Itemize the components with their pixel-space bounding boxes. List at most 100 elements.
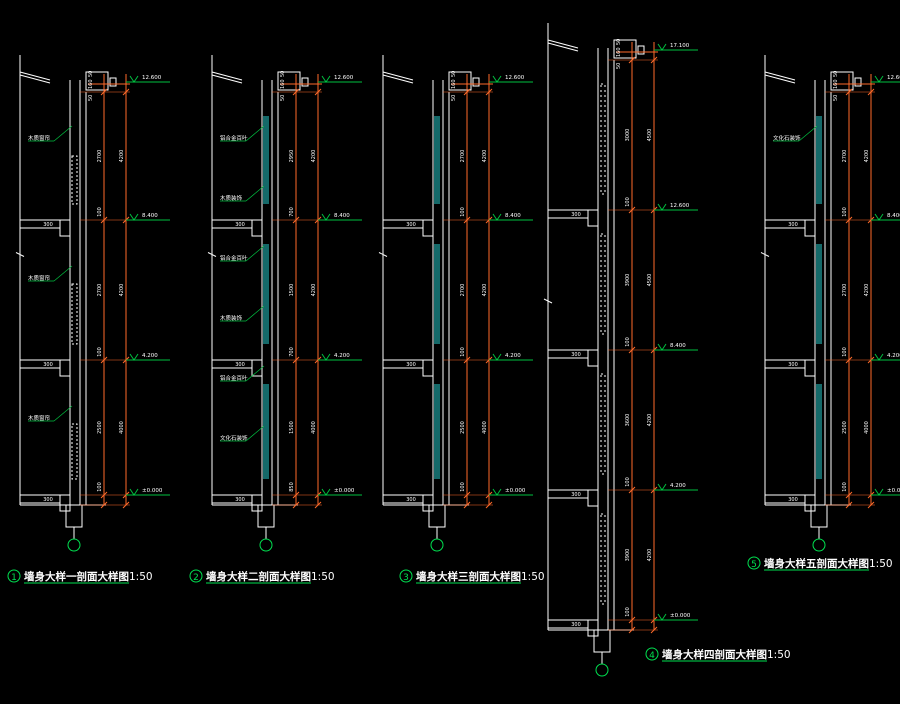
- beam: [251, 219, 263, 237]
- dimension-label: 100: [842, 207, 848, 217]
- sill-height-label: 300: [788, 497, 798, 503]
- dimension-label: 100: [97, 482, 103, 492]
- beam: [59, 359, 71, 377]
- beam: [587, 619, 599, 637]
- section-number-circle: [747, 556, 761, 570]
- section-scale: 1:50: [767, 649, 791, 661]
- note-leader: [245, 245, 265, 262]
- dimension-label: 100: [460, 207, 466, 217]
- note-leader: [245, 365, 265, 382]
- roof-slope-line: [19, 74, 51, 84]
- level-symbol: [657, 203, 667, 211]
- note-leader: [53, 125, 73, 142]
- top-dimension-label: 50: [833, 71, 839, 77]
- sill-height-label: 300: [235, 222, 245, 228]
- sill-height-label: 300: [571, 492, 581, 498]
- cornice: [109, 77, 117, 87]
- section-title: 墙身大样四剖面大样图: [662, 648, 767, 661]
- dimension-label: 3600: [625, 414, 631, 427]
- section-number-circle: [645, 647, 659, 661]
- sill-height-label: 300: [235, 362, 245, 368]
- beam: [804, 219, 816, 237]
- parapet: [85, 71, 109, 91]
- level-layer: [126, 43, 900, 621]
- parapet: [277, 71, 301, 91]
- dimension-label: 4200: [864, 284, 870, 297]
- level-label: 8.400: [670, 343, 686, 349]
- level-symbol: [129, 75, 139, 83]
- sill-height-label: 300: [406, 362, 416, 368]
- window-frame: [600, 83, 606, 195]
- level-label: ±0.000: [505, 488, 526, 494]
- section-number: 5: [751, 560, 757, 570]
- level-symbol: [129, 213, 139, 221]
- top-dimension-label: 160: [833, 79, 839, 89]
- section-title: 墙身大样五剖面大样图: [764, 557, 869, 570]
- dimension-label: 1500: [289, 421, 295, 434]
- note-leader: [53, 405, 73, 422]
- level-symbol: [657, 343, 667, 351]
- roof-slope-line: [547, 42, 579, 52]
- sill-height-label: 300: [406, 497, 416, 503]
- material-note: 木质装饰: [220, 314, 243, 322]
- beam: [587, 489, 599, 507]
- dimension-label: 2500: [460, 421, 466, 434]
- dimension-label: 2500: [97, 421, 103, 434]
- dimension-label: 2700: [842, 150, 848, 163]
- top-dimension-label: 50: [616, 63, 622, 69]
- dimension-label: 4200: [482, 150, 488, 163]
- break-mark: [760, 252, 770, 257]
- dimension-label: 4200: [647, 549, 653, 562]
- window-frame: [600, 233, 606, 335]
- note-leader: [245, 185, 265, 202]
- level-symbol: [492, 488, 502, 496]
- axis-bubble: [430, 538, 444, 552]
- dimension-label: 700: [289, 347, 295, 357]
- dimension-label: 4000: [482, 421, 488, 434]
- level-label: ±0.000: [142, 488, 163, 494]
- level-label: 8.400: [334, 213, 350, 219]
- roof-slope-line: [211, 71, 243, 81]
- sill-height-label: 300: [788, 222, 798, 228]
- beam: [587, 209, 599, 227]
- dimension-label: 4500: [647, 274, 653, 287]
- roof-slope-line: [382, 71, 414, 81]
- dimension-label: 4000: [119, 421, 125, 434]
- axis-bubble: [812, 538, 826, 552]
- sill-height-label: 300: [406, 222, 416, 228]
- cornice: [637, 45, 645, 55]
- note-leader: [245, 125, 265, 142]
- level-symbol: [874, 75, 884, 83]
- dimension-label: 100: [97, 347, 103, 357]
- level-label: 12.600: [887, 75, 900, 81]
- level-symbol: [321, 488, 331, 496]
- section-title: 墙身大样三剖面大样图: [416, 570, 521, 583]
- text-layer: 50 160 50 2700 4200 100 300 2700 4200 100 300 2500 4…: [7, 39, 900, 662]
- beam: [59, 494, 71, 512]
- section-number: 1: [11, 573, 17, 583]
- level-symbol: [492, 75, 502, 83]
- level-label: 12.600: [670, 203, 690, 209]
- section-title: 墙身大样一剖面大样图: [24, 570, 129, 583]
- dimension-label: 4200: [864, 150, 870, 163]
- top-dimension-label: 50: [451, 71, 457, 77]
- beam: [422, 219, 434, 237]
- break-mark: [543, 298, 553, 304]
- section-number-circle: [189, 569, 203, 583]
- dimension-label: 2700: [97, 284, 103, 297]
- dimension-label: 4200: [119, 284, 125, 297]
- level-symbol: [129, 353, 139, 361]
- axis-bubble: [67, 538, 81, 552]
- axis-bubble: [595, 663, 609, 677]
- window-frame: [71, 423, 78, 480]
- material-note: 木质窗帘: [28, 134, 51, 142]
- dimension-layer: [28, 42, 875, 634]
- section-number-circle: [7, 569, 21, 583]
- note-leader: [245, 425, 265, 442]
- cornice: [472, 77, 480, 87]
- top-dimension-label: 160: [280, 79, 286, 89]
- dimension-label: 3900: [625, 549, 631, 562]
- note-leader: [53, 265, 73, 282]
- roof-slope-line: [382, 74, 414, 84]
